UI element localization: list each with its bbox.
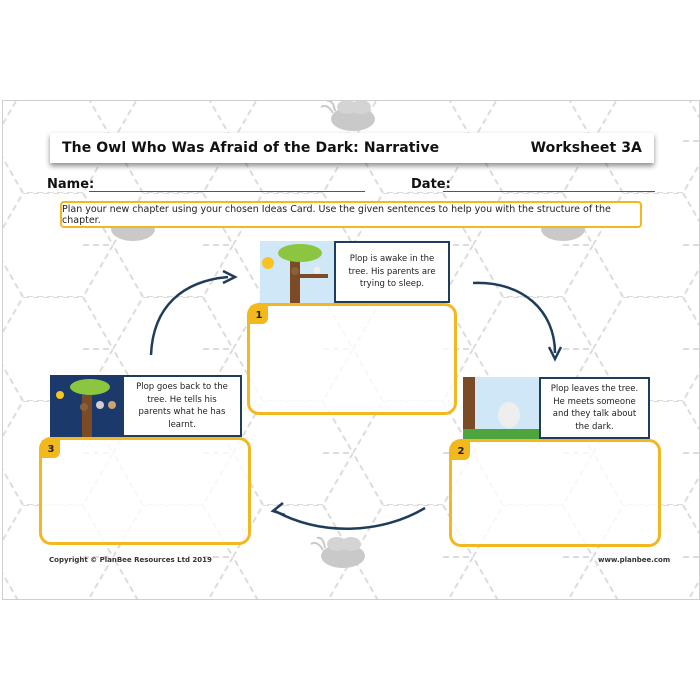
instruction-box: Plan your new chapter using your chosen … bbox=[60, 201, 642, 228]
flow-arrows bbox=[149, 269, 563, 530]
website-text: www.planbee.com bbox=[598, 556, 671, 564]
copyright-text: Copyright © PlanBee Resources Ltd 2019 bbox=[49, 556, 212, 564]
answer-box-2[interactable] bbox=[449, 439, 661, 547]
owl-icon bbox=[313, 266, 321, 274]
card-2-text: Plop leaves the tree. He meets someone a… bbox=[539, 377, 650, 439]
date-label: Date: bbox=[411, 177, 451, 192]
worksheet-title: The Owl Who Was Afraid of the Dark: Narr… bbox=[62, 140, 440, 156]
story-card-1: Plop is awake in the tree. His parents a… bbox=[260, 241, 450, 303]
owl-icon bbox=[80, 403, 88, 411]
answer-box-1[interactable] bbox=[247, 303, 457, 415]
name-label: Name: bbox=[47, 177, 95, 192]
answer-box-3[interactable] bbox=[39, 437, 251, 545]
worksheet: The Owl Who Was Afraid of the Dark: Narr… bbox=[2, 100, 700, 600]
card-2-number: 2 bbox=[452, 442, 470, 460]
tree-icon bbox=[463, 377, 475, 433]
owl-icon bbox=[498, 402, 520, 428]
card-3-text: Plop goes back to the tree. He tells his… bbox=[122, 375, 242, 437]
tree-icon bbox=[290, 261, 300, 303]
owl-icon bbox=[291, 267, 299, 275]
owl-icon bbox=[96, 401, 104, 409]
date-line[interactable] bbox=[443, 191, 655, 192]
arrow-icon bbox=[274, 506, 426, 530]
tree-icon bbox=[82, 395, 92, 437]
card-1-number: 1 bbox=[250, 306, 268, 324]
moon-icon bbox=[56, 391, 64, 399]
card-3-number: 3 bbox=[42, 440, 60, 458]
sun-icon bbox=[262, 257, 274, 269]
story-card-3: Plop goes back to the tree. He tells his… bbox=[50, 375, 242, 437]
arrow-icon bbox=[472, 281, 557, 354]
tree-day-image bbox=[260, 241, 335, 303]
arrow-icon bbox=[149, 275, 229, 356]
tree-ground-image bbox=[463, 377, 539, 439]
owl-icon bbox=[108, 401, 116, 409]
name-line[interactable] bbox=[89, 191, 365, 192]
title-bar: The Owl Who Was Afraid of the Dark: Narr… bbox=[50, 133, 654, 163]
tree-night-image bbox=[50, 375, 122, 437]
card-1-text: Plop is awake in the tree. His parents a… bbox=[334, 241, 450, 303]
worksheet-number: Worksheet 3A bbox=[530, 140, 642, 156]
story-card-2: Plop leaves the tree. He meets someone a… bbox=[463, 377, 650, 439]
